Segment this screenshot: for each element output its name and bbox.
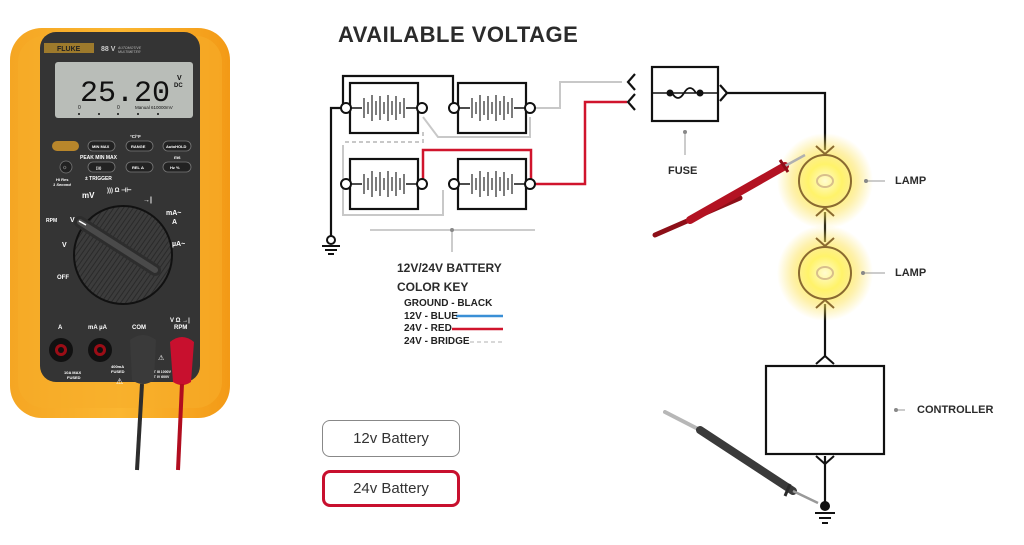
jack-label-ma: mA µA [88,325,108,331]
warning-icon: ⚠ [116,377,123,386]
fuse-label: FUSE [668,165,698,177]
label-hi-res: Hi Res [56,177,69,182]
controller-label: CONTROLLER [917,404,994,416]
fuse-400ma-1: 400mA [111,364,124,369]
jack-label-a: A [58,325,63,331]
key-12v: 12V - BLUE [404,310,458,322]
beep-label: )))) [96,165,102,170]
range-button[interactable] [125,140,154,152]
lamp-1 [798,145,852,217]
black-test-probe [663,410,819,505]
lcd-range-text: Manual 610000mV [135,105,173,110]
cat-rating-1: CAT III 1000V [149,370,172,374]
jack-label-v: V Ω →| [170,318,190,324]
lcd-display [55,62,193,118]
v-probe-plug [170,337,194,385]
autohold-button[interactable] [162,140,192,152]
rel-button[interactable] [125,161,154,173]
jack-label-com: COM [132,325,146,331]
label-ms: ms [174,155,181,160]
controller-box [764,364,886,456]
label-mv: mV [82,191,95,200]
label-v-dc: V [70,217,75,224]
connector-chevrons [626,73,729,111]
lcd-scale-left: 0 [78,105,81,111]
label-peak-min-max: PEAK MIN MAX [80,155,118,161]
model-desc-1: AUTOMOTIVE [117,46,142,50]
lamp-1-label: LAMP [895,175,927,187]
cat-rating-2: CAT IV 600V [149,375,170,379]
key-bridge: 24V - BRIDGE [404,335,470,347]
fuse-symbol [650,65,720,123]
min-max-label: MIN MAX [92,144,110,149]
yellow-button[interactable] [52,141,79,151]
range-label: RANGE [131,144,146,149]
battery-caption: 12V/24V BATTERY [397,261,502,275]
sun-icon: ☼ [62,165,68,171]
label-v-ac: V [62,242,67,249]
color-key-title: COLOR KEY [397,280,469,294]
key-ground: GROUND - BLACK [404,298,493,309]
label-trigger: ± TRIGGER [85,176,112,182]
jack-label-rpm: RPM [174,325,187,331]
label-ma: mA~ [166,210,181,217]
fuse-400ma-2: FUSED [111,369,125,374]
brand-logo: FLUKE [57,46,81,53]
diagram-title: AVAILABLE VOLTAGE [338,22,579,47]
model-desc-2: MULTIMETER [118,50,141,54]
hz-button[interactable] [162,161,192,173]
label-rpm: RPM [46,218,57,224]
lcd-unit-v: V [177,75,182,82]
fuse-10a-1: 10A MAX [64,370,82,375]
lcd-unit-dc: DC [174,83,183,89]
beep-button[interactable] [87,161,116,173]
12v-battery-button[interactable]: 12v Battery [322,420,460,457]
multimeter: FLUKE 88 V AUTOMOTIVE MULTIMETER 25.20 V… [10,28,230,471]
label-ua: µA~ [172,241,185,248]
model-number: 88 V [101,46,116,53]
bridge-wires [342,81,622,216]
color-key-list: GROUND - BLACK 12V - BLUE 24V - RED 24V … [404,298,492,348]
key-24v: 24V - RED [404,323,452,334]
autohold-label: AutoHOLD [166,144,187,149]
com-probe-plug [130,335,156,384]
rel-label: REL Δ [132,165,144,170]
lcd-scale-mid: 0 [117,105,120,111]
ground-symbol-right [815,501,835,524]
label-off: OFF [57,275,69,281]
24v-battery-button[interactable]: 24v Battery [322,470,460,507]
lamp-2 [798,237,852,309]
lcd-reading: 25.20 [80,77,170,111]
ground-wires [329,74,455,236]
battery-top-left [339,81,429,135]
min-max-button[interactable] [87,140,116,152]
label-diode: →| [143,197,152,204]
hz-label: Hz % [170,165,180,170]
battery-bottom-left [339,157,429,211]
fuse-10a-2: FUSED [67,375,81,380]
battery-top-right [447,81,537,135]
label-a: A [172,219,177,226]
label-ohm: ))) Ω ⊣⊢ [107,186,132,194]
ground-symbol-left [322,235,340,255]
wire-24v [421,100,627,186]
lamp-2-label: LAMP [895,267,927,279]
warning-icon-2: ⚠ [158,354,164,362]
label-temp: °C/°F [130,134,141,139]
label-one-second: 1 Second [53,182,71,187]
battery-bottom-right [447,157,537,211]
backlight-button[interactable] [59,160,73,174]
